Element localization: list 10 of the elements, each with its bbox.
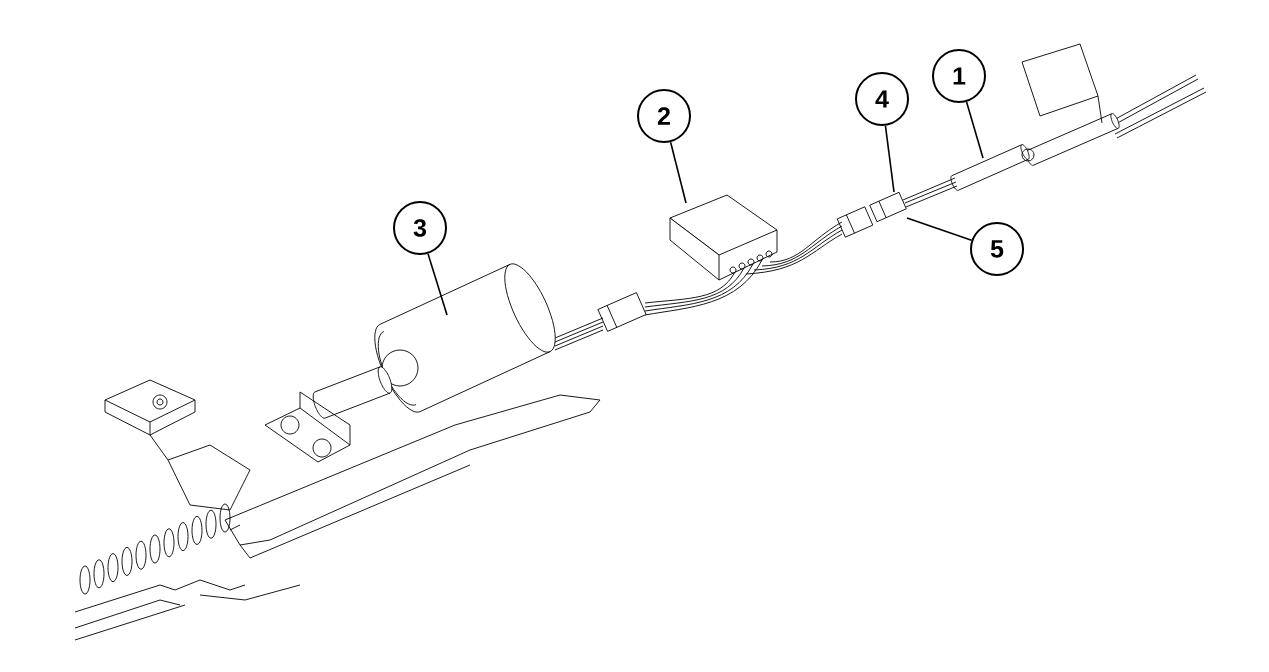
callout-number: 2 <box>637 89 691 143</box>
leader-line <box>427 253 448 316</box>
leader-line <box>669 141 687 204</box>
leader-line <box>906 217 973 241</box>
leader-line <box>965 101 984 159</box>
callout-number: 3 <box>393 201 447 255</box>
callout-number: 1 <box>932 49 986 103</box>
callout-number: 5 <box>970 222 1024 276</box>
callout-number: 4 <box>855 72 909 126</box>
leader-line <box>884 125 895 193</box>
